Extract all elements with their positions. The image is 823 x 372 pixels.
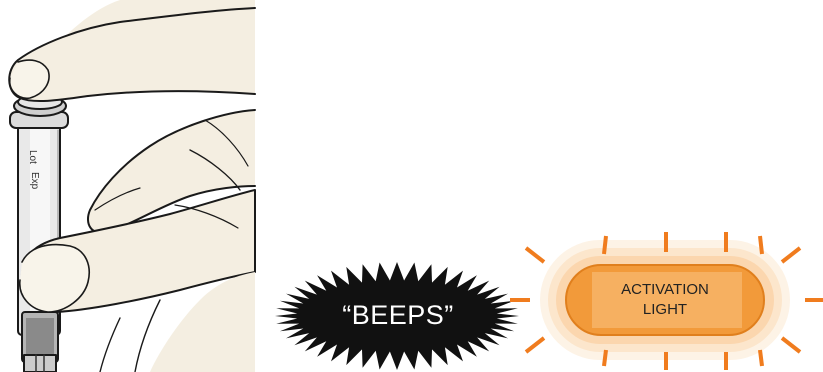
activation-light-illustration bbox=[510, 232, 823, 370]
activation-light-label: ACTIVATION LIGHT bbox=[590, 280, 740, 320]
beeps-label: “BEEPS” bbox=[342, 300, 454, 330]
light-rays bbox=[510, 232, 823, 370]
finger-middle bbox=[87, 109, 256, 234]
hand-holding-syringe-illustration bbox=[8, 0, 268, 372]
syringe-exp-text: Exp bbox=[29, 172, 40, 190]
beeps-starburst bbox=[275, 262, 519, 370]
syringe-lot-text: Lot bbox=[27, 150, 38, 164]
syringe bbox=[9, 94, 69, 372]
activation-light-label-line2: LIGHT bbox=[642, 301, 688, 318]
activation-light-label-line1: ACTIVATION bbox=[621, 281, 709, 298]
